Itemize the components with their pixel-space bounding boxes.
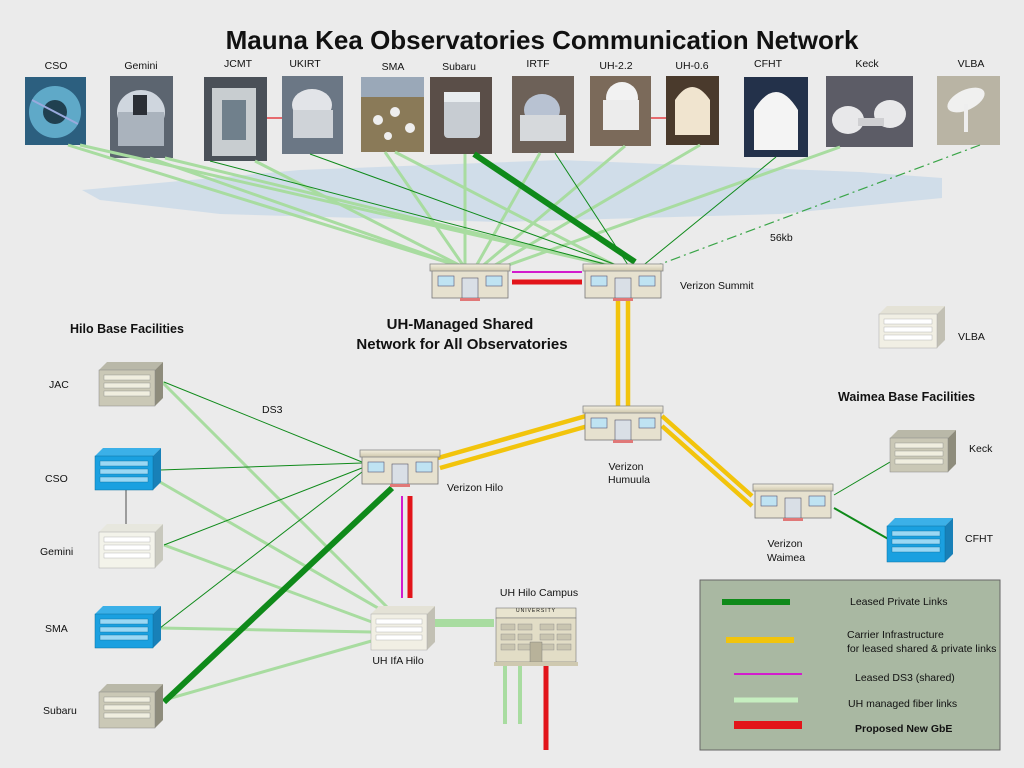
telescope-label-cso: CSO: [45, 60, 68, 72]
keck-base-label: Keck: [969, 443, 993, 455]
telescope-label-irtf: IRTF: [526, 58, 549, 70]
building-uh-ifa-hilo: [370, 606, 435, 651]
summit-uh-fiber-links: [67, 143, 841, 270]
telescope-label-gemini: Gemini: [124, 60, 157, 72]
telescope-label-jcmt: JCMT: [224, 58, 253, 70]
legend-label-leased-private: Leased Private Links: [850, 596, 947, 608]
telescope-irtf: [512, 76, 574, 153]
legend: Leased Private Links Carrier Infrastruct…: [699, 579, 1001, 751]
telescope-label-uh-0-6: UH-0.6: [675, 60, 708, 72]
uh-managed-network-title-2: Network for All Observatories: [356, 336, 567, 353]
verizon-co-summit: [582, 263, 664, 301]
telescope-label-ukirt: UKIRT: [289, 58, 321, 70]
legend-label-carrier-2: for leased shared & private links: [847, 643, 996, 655]
verizon-waimea-label-2: Waimea: [767, 552, 805, 564]
verizon-co-waimea: [752, 483, 834, 521]
building-keck-base: [889, 430, 956, 473]
verizon-humuula-label-2: Humuula: [608, 474, 650, 486]
building-subaru-base: [98, 684, 163, 729]
verizon-co-summit-left: [429, 263, 511, 301]
verizon-waimea-label-1: Verizon: [767, 538, 802, 550]
telescope-uh-2-2: [590, 76, 651, 146]
telescope-vlba: [937, 76, 1000, 145]
telescope-sma: [361, 77, 424, 152]
legend-label-proposed-gbe: Proposed New GbE: [855, 723, 952, 735]
verizon-summit-label: Verizon Summit: [680, 280, 754, 292]
verizon-hilo-label: Verizon Hilo: [447, 482, 503, 494]
legend-label-uh-fiber: UH managed fiber links: [848, 698, 957, 710]
telescope-uh-0-6: [666, 76, 719, 145]
carrier-backbone: [437, 298, 754, 508]
hilo-uh-fiber-links: [159, 380, 494, 702]
building-jac: [98, 362, 163, 407]
telescope-jcmt: [204, 77, 267, 161]
building-gemini-base: [98, 524, 163, 569]
hilo-leased-private-links: [159, 381, 891, 629]
summit-band: [82, 160, 942, 222]
telescope-label-cfht: CFHT: [754, 58, 783, 70]
summit-leased-private-links: [209, 151, 777, 269]
telescope-subaru: [430, 77, 492, 154]
subaru-leased-private-link: [161, 485, 395, 705]
verizon-co-humuula: [582, 405, 664, 443]
ds3-label: DS3: [262, 404, 283, 416]
cfht-base-label: CFHT: [965, 533, 994, 545]
uh-hilo-campus-label: UH Hilo Campus: [500, 587, 578, 599]
building-cfht-base: [886, 518, 953, 563]
cso-base-label: CSO: [45, 473, 68, 485]
telescope-ukirt: [282, 76, 343, 154]
building-vlba-base: [878, 306, 945, 349]
diagram-title: Mauna Kea Observatories Communication Ne…: [226, 25, 859, 55]
gemini-base-label: Gemini: [40, 546, 73, 558]
building-sma-base: [94, 606, 161, 649]
uh-ifa-hilo-label: UH IfA Hilo: [372, 655, 424, 667]
telescope-label-uh-2-2: UH-2.2: [599, 60, 632, 72]
building-cso-base: [94, 448, 161, 491]
telescope-keck: [826, 76, 913, 147]
telescope-gemini: [110, 76, 173, 158]
hilo-base-heading: Hilo Base Facilities: [70, 322, 184, 336]
verizon-co-hilo: [359, 449, 441, 487]
telescope-label-keck: Keck: [855, 58, 879, 70]
vlba-base-label: VLBA: [958, 331, 985, 343]
telescope-label-sma: SMA: [382, 61, 405, 73]
university-sign: UNIVERSITY: [516, 608, 556, 614]
jac-label: JAC: [49, 379, 69, 391]
telescope-label-subaru: Subaru: [442, 61, 476, 73]
subaru-base-label: Subaru: [43, 705, 77, 717]
telescope-cfht: [744, 77, 808, 157]
link-56kb-label: 56kb: [770, 232, 793, 244]
sma-base-label: SMA: [45, 623, 68, 635]
verizon-humuula-label-1: Verizon: [608, 461, 643, 473]
telescope-cso: [25, 77, 86, 145]
uh-managed-network-title-1: UH-Managed Shared: [387, 316, 534, 333]
telescope-label-vlba: VLBA: [958, 58, 985, 70]
legend-label-ds3: Leased DS3 (shared): [855, 672, 955, 684]
university-building: [494, 607, 578, 666]
waimea-base-heading: Waimea Base Facilities: [838, 390, 975, 404]
legend-label-carrier-1: Carrier Infrastructure: [847, 629, 944, 641]
